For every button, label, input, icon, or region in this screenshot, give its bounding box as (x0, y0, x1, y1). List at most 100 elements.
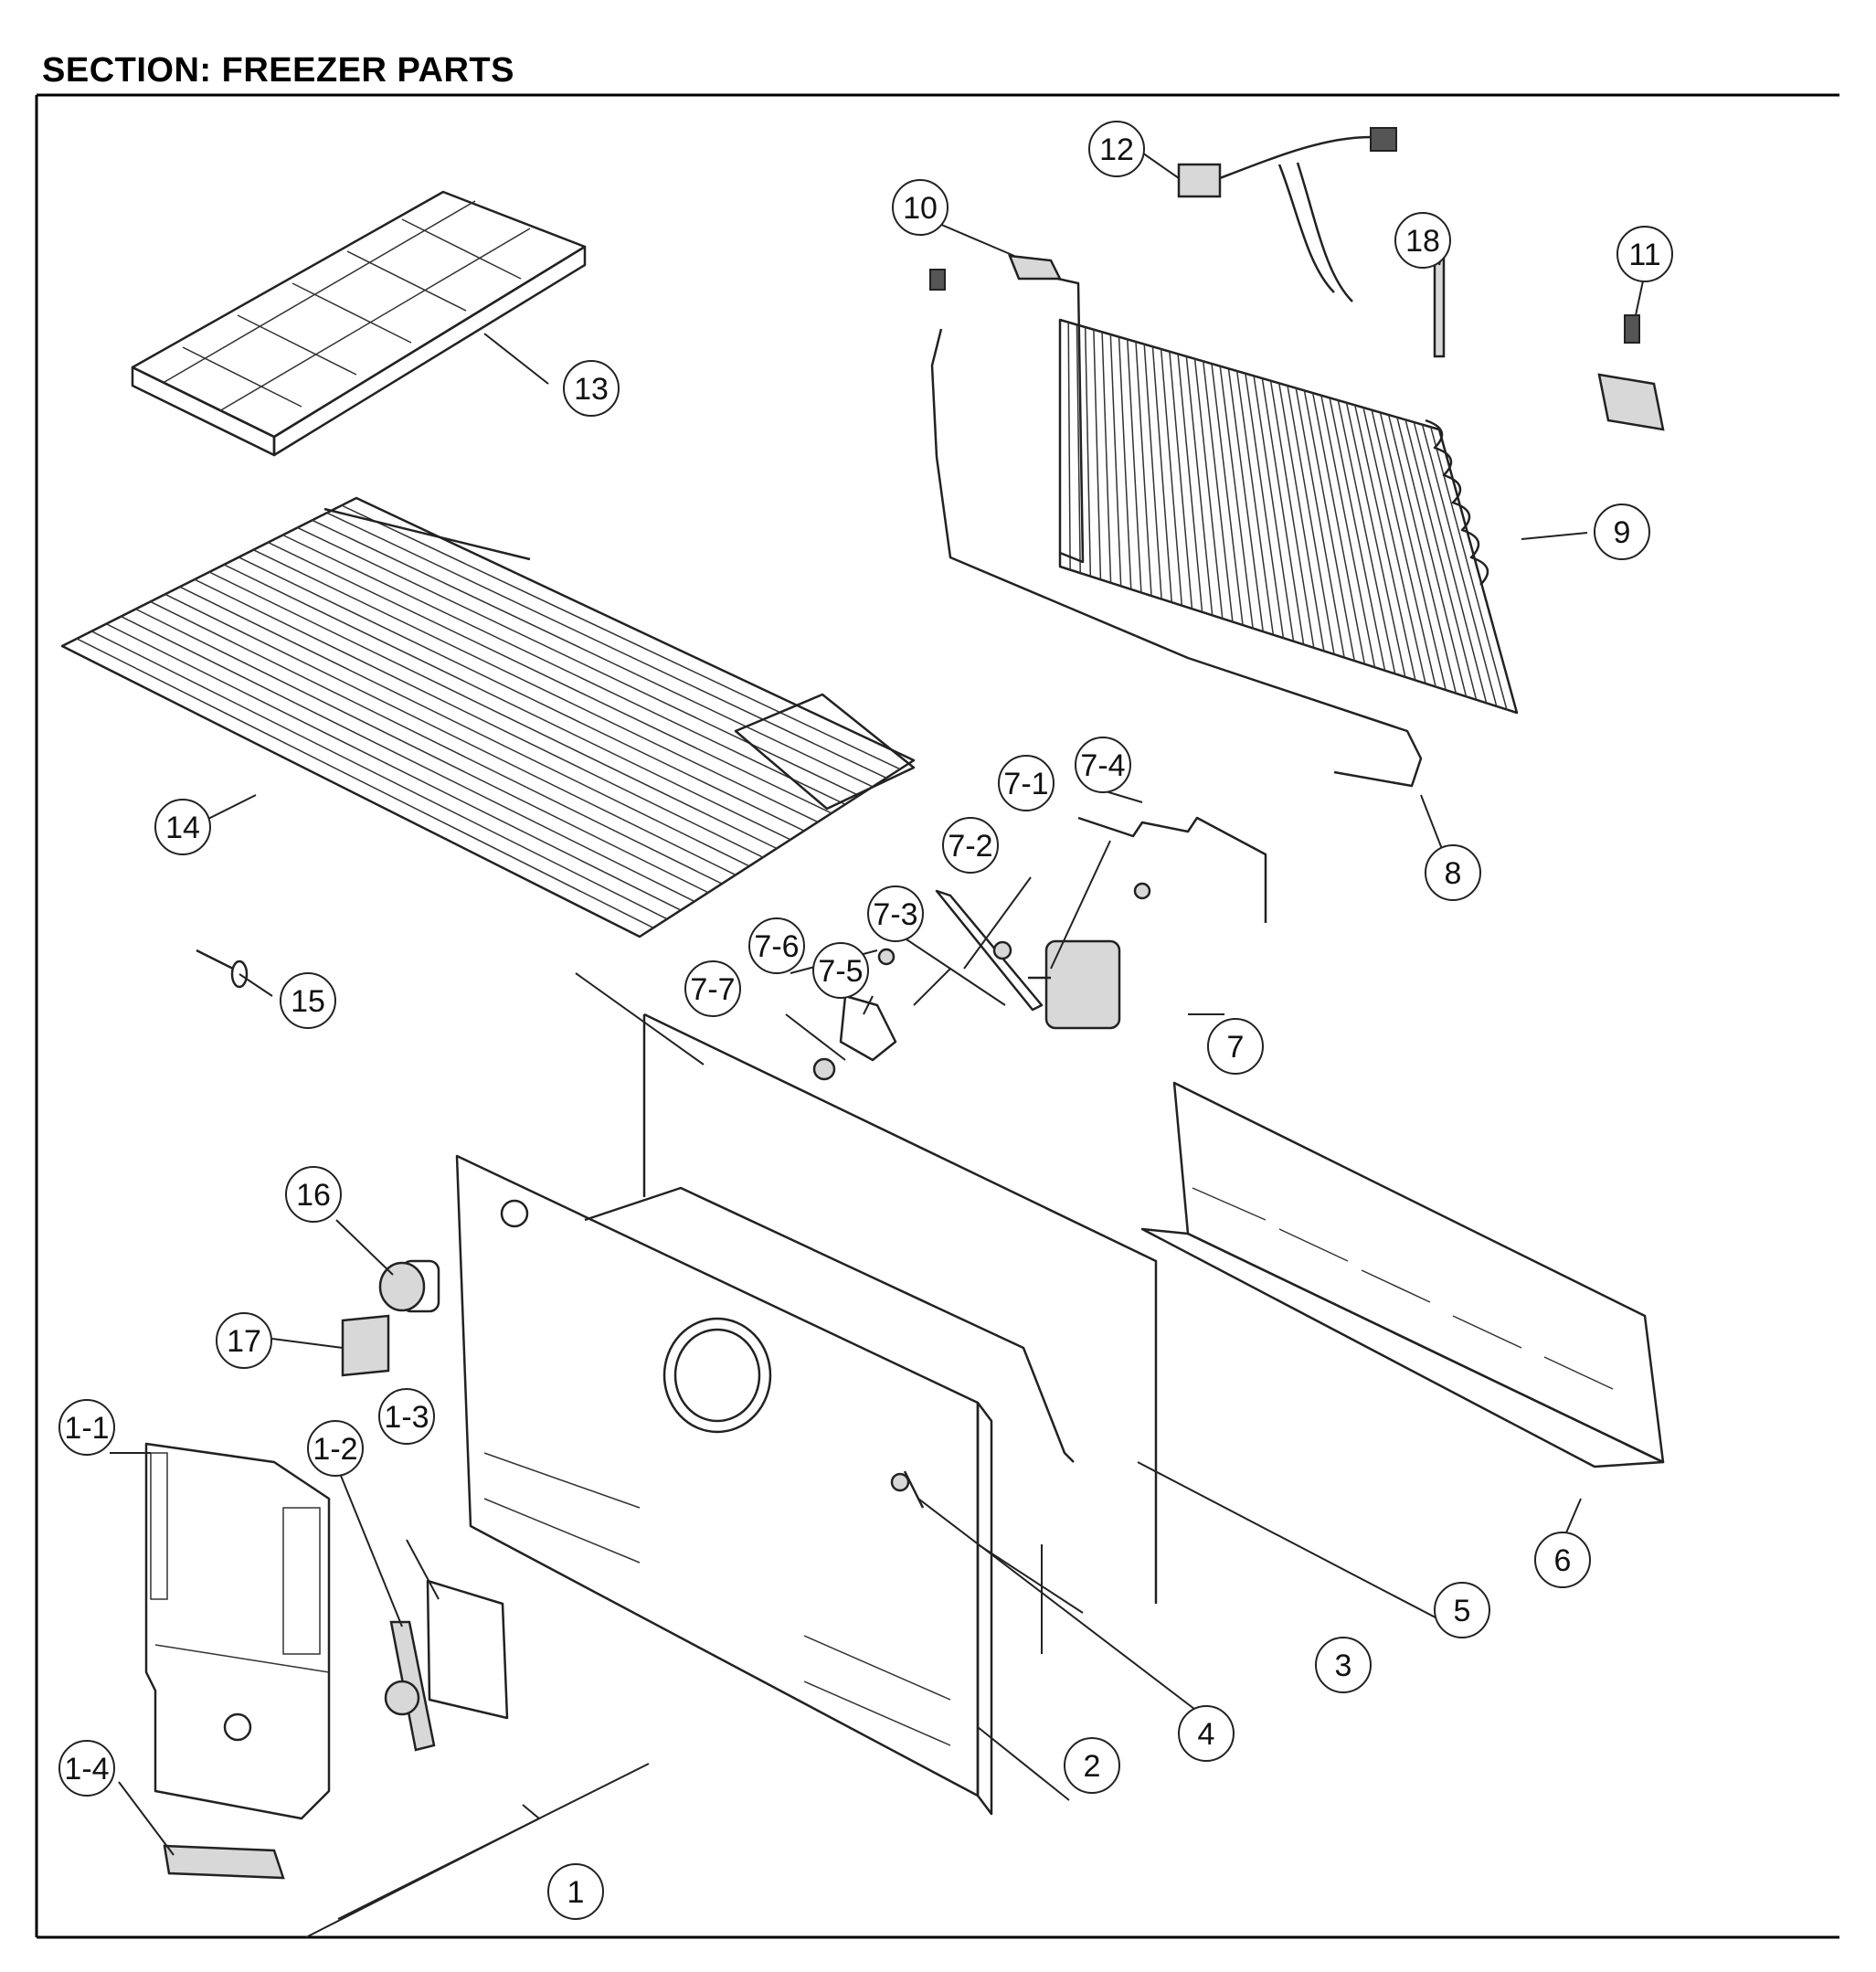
callout-7-2: 7-2 (942, 817, 999, 874)
callout-7-6: 7-6 (748, 917, 805, 974)
callout-circle (812, 942, 869, 999)
evaporator-fin (1362, 407, 1426, 684)
callout-circle (1394, 212, 1451, 269)
shelf-wire (223, 564, 791, 841)
pad-part (341, 1314, 390, 1377)
stud-part (196, 949, 249, 989)
evaporator-fin (1387, 414, 1457, 694)
callout-label: 7 (1227, 1030, 1245, 1065)
shelf-wire (194, 578, 764, 858)
shelf-wire (150, 600, 723, 885)
evaporator-fin (1127, 339, 1142, 593)
callout-14: 14 (154, 799, 211, 855)
callout-7-7: 7-7 (684, 960, 741, 1017)
callout-label: 15 (291, 984, 325, 1019)
evaporator-fin (1421, 424, 1498, 707)
evaporator-fin (1203, 361, 1234, 622)
evaporator-fin (1067, 322, 1071, 570)
tubing-part (929, 269, 1423, 788)
section-title: SECTION: FREEZER PARTS (42, 51, 514, 90)
callout-circle (1434, 1582, 1490, 1638)
callout-label: 10 (903, 191, 938, 226)
shelf-wire (341, 504, 901, 770)
evaporator-fin (1311, 392, 1366, 664)
shelf-wire (135, 608, 709, 894)
shelf-wire (76, 638, 654, 929)
callout-label: 1 (567, 1875, 585, 1910)
knob-part (378, 1259, 440, 1313)
callout-13: 13 (563, 360, 620, 417)
evaporator-fin (1160, 348, 1183, 606)
evaporator-fin (1269, 380, 1315, 649)
callout-circle (1616, 226, 1673, 282)
shelf-wire (252, 549, 819, 823)
callout-circle (892, 179, 949, 236)
callout-circle (1594, 504, 1650, 560)
leader-lines (110, 150, 1646, 1938)
callout-circle (1075, 737, 1131, 793)
evaporator-fin (1169, 351, 1193, 610)
callout-circle (216, 1312, 272, 1369)
callout-label: 14 (165, 811, 200, 845)
shelf-wire (164, 593, 737, 876)
evaporator-fin (1295, 387, 1345, 658)
callout-11: 11 (1616, 226, 1673, 282)
evaporator-fin (1303, 390, 1355, 662)
evaporator-fin (1235, 370, 1275, 635)
callout-label: 7-3 (873, 897, 917, 932)
wire-harness-part (1177, 127, 1397, 302)
callout-5: 5 (1434, 1582, 1490, 1638)
callout-circle (867, 885, 924, 942)
callout-4: 4 (1178, 1705, 1235, 1762)
callout-6: 6 (1534, 1532, 1591, 1588)
evaporator-fin (1278, 383, 1325, 652)
callout-circle (58, 1399, 115, 1456)
callout-7: 7 (1207, 1018, 1264, 1075)
evaporator-fin (1329, 398, 1386, 671)
screw-part (890, 1470, 925, 1509)
callout-10: 10 (892, 179, 949, 236)
evaporator-fin (1227, 368, 1264, 632)
callout-label: 2 (1084, 1749, 1101, 1784)
shelf-wire (238, 557, 805, 832)
evaporator-fin (1345, 402, 1406, 678)
evaporator-fin (1396, 417, 1468, 697)
callout-circle (1088, 121, 1145, 177)
evaporator-fin (1261, 377, 1305, 645)
evaporator-fin (1337, 399, 1396, 674)
callout-circle (1064, 1737, 1120, 1794)
shelf-wire (208, 571, 778, 850)
callout-label: 7-4 (1080, 748, 1125, 783)
callout-circle (1207, 1018, 1264, 1075)
evaporator-fin (1354, 405, 1416, 681)
shelf-wire (179, 586, 750, 867)
shelf-wire (326, 512, 887, 779)
callout-circle (58, 1740, 115, 1797)
shelf-wire (90, 631, 668, 920)
callout-7-4: 7-4 (1075, 737, 1131, 793)
evaporator-fin (1245, 373, 1285, 639)
evaporator-fin (1151, 346, 1172, 603)
callout-circle (684, 960, 741, 1017)
callout-circle (1425, 844, 1481, 901)
evaporator-fin (1101, 332, 1112, 583)
callout-7-1: 7-1 (998, 755, 1055, 811)
back-panel-part (455, 1154, 993, 1816)
evaporator-fin (1413, 421, 1488, 704)
evaporator-fin (1320, 395, 1376, 668)
sensor-part (1433, 254, 1446, 358)
evaporator-fin (1253, 376, 1295, 641)
callout-circle (1315, 1637, 1372, 1693)
evaporator-fin (1430, 427, 1508, 710)
shroud-plate-part (426, 1579, 509, 1720)
evaporator-fin (1193, 358, 1224, 619)
evaporator-fin (1109, 334, 1122, 587)
callout-label: 7-7 (690, 972, 735, 1007)
evaporator-fin (1177, 354, 1203, 612)
callout-2: 2 (1064, 1737, 1120, 1794)
callout-label: 17 (227, 1324, 261, 1359)
evaporator-fin (1211, 363, 1244, 626)
callout-label: 12 (1099, 133, 1134, 167)
callout-18: 18 (1394, 212, 1451, 269)
